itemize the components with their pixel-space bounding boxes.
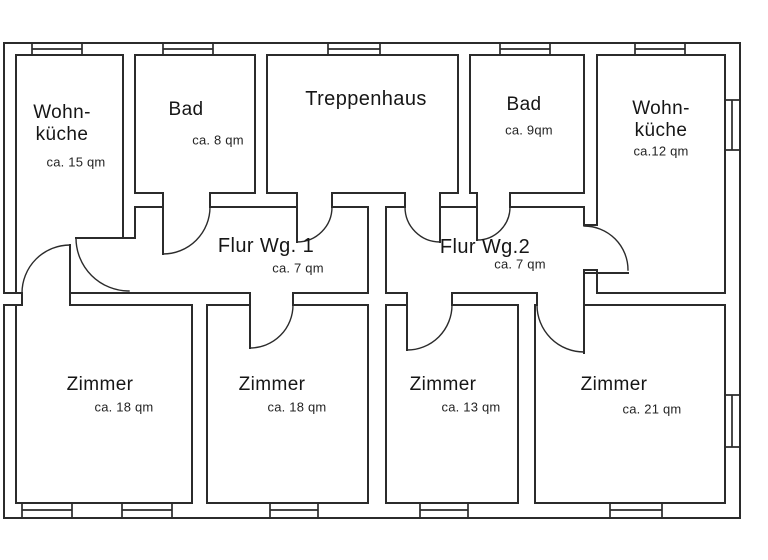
room-area-flur-wg-2: ca. 7 qm [494,256,546,272]
room-area-zimmer-3: ca. 13 qm [441,399,501,415]
room-area-wohnkueche-2: ca.12 qm [633,143,689,159]
room-area-flur-wg-1: ca. 7 qm [272,260,324,276]
room-area-zimmer-2: ca. 18 qm [267,399,327,415]
room-area-bad-2: ca. 9qm [505,122,553,138]
room-label-bad-2: Bad [506,94,542,115]
room-label-zimmer-3: Zimmer [409,374,477,395]
room-area-zimmer-1: ca. 18 qm [94,399,154,415]
room-label-zimmer-1: Zimmer [66,374,134,395]
door-swing-arcs [21,206,629,353]
room-label-bad-1: Bad [168,99,204,120]
room-label-wohnkueche-2: Wohn- küche [632,98,690,141]
room-label-treppenhaus: Treppenhaus [305,88,427,110]
room-label-wohnkueche-1: Wohn- küche [33,102,91,145]
room-area-zimmer-4: ca. 21 qm [622,401,682,417]
room-area-bad-1: ca. 8 qm [192,132,244,148]
room-label-flur-wg-1: Flur Wg. 1 [217,235,315,257]
interior-walls [3,54,726,504]
window-symbols [21,42,741,519]
door-leaf-lines [69,206,629,354]
exterior-walls [3,42,741,519]
room-label-zimmer-4: Zimmer [580,374,648,395]
room-label-flur-wg-2: Flur Wg.2 [439,236,531,258]
room-label-zimmer-2: Zimmer [238,374,306,395]
room-area-wohnkueche-1: ca. 15 qm [46,154,106,170]
